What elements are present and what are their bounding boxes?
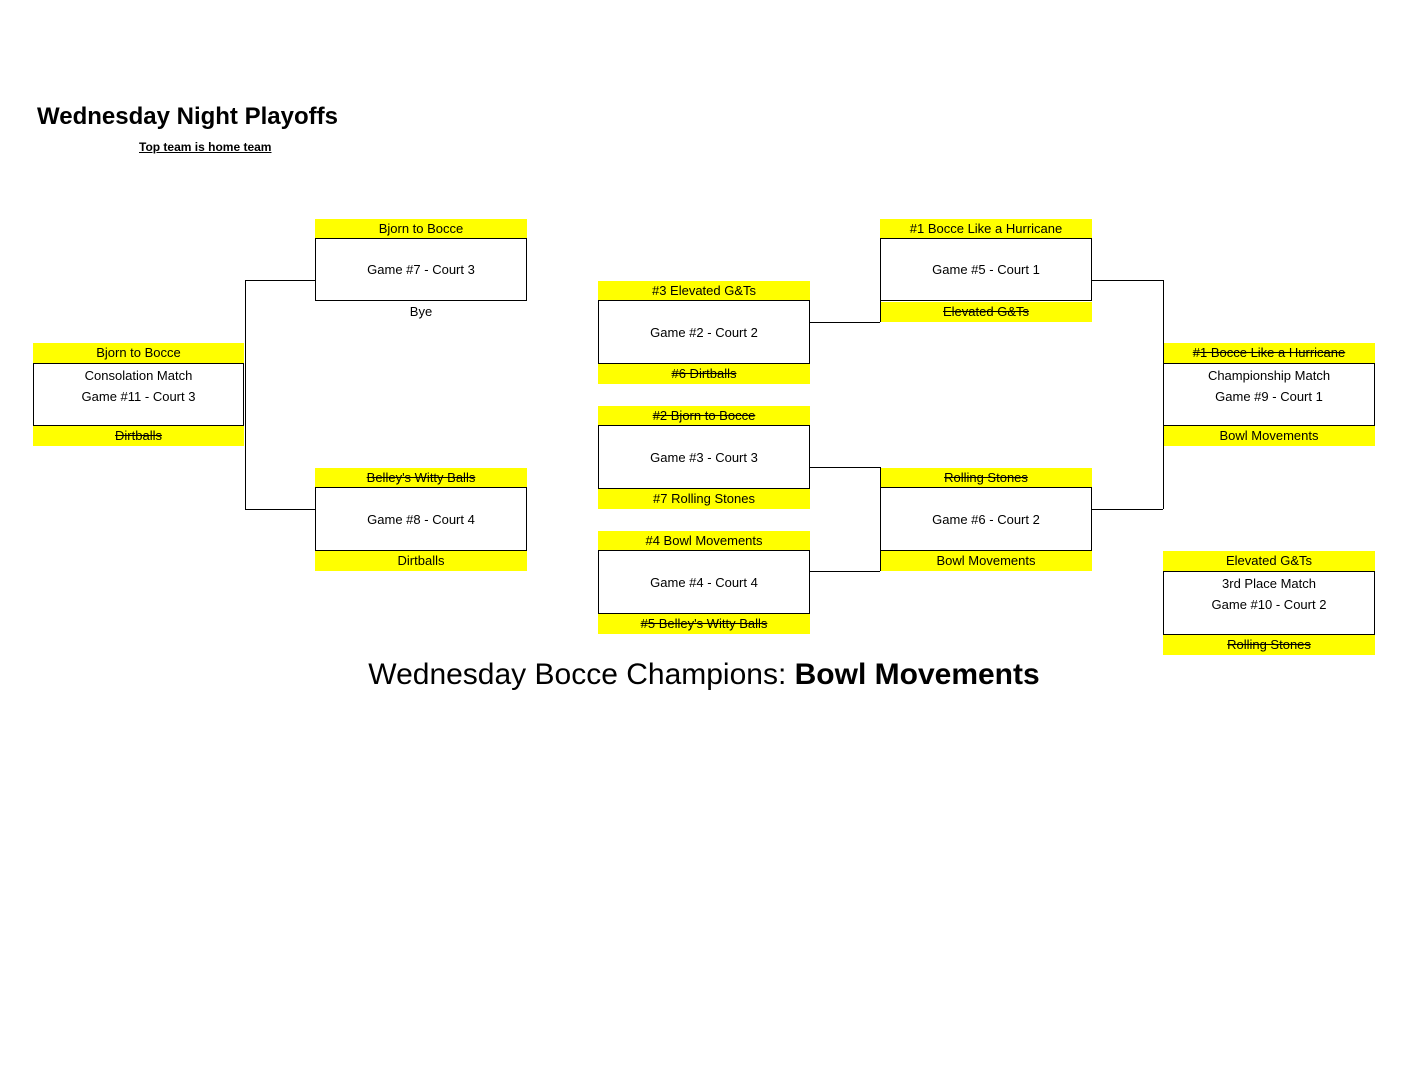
game2-label: Game #2 - Court 2 (650, 324, 758, 340)
game10-top-team: Elevated G&Ts (1163, 551, 1375, 571)
game8-top-team: Belley's Witty Balls (315, 468, 527, 488)
game10-bottom-team: Rolling Stones (1163, 635, 1375, 655)
game11-label: Game #11 - Court 3 (81, 389, 196, 404)
game7-top-team: Bjorn to Bocce (315, 219, 527, 239)
game2-bottom-team: #6 Dirtballs (598, 364, 810, 384)
champion-prefix: Wednesday Bocce Champions: (368, 658, 795, 691)
connector-g8 (245, 509, 315, 510)
game5-box: Game #5 - Court 1 (880, 238, 1092, 301)
connector-g7 (245, 280, 315, 281)
game7-bottom-team: Bye (409, 304, 433, 319)
game6-label: Game #6 - Court 2 (932, 511, 1040, 527)
page-subtitle: Top team is home team (139, 140, 272, 154)
game8-box: Game #8 - Court 4 (315, 487, 527, 551)
game9-top-team: #1 Bocce Like a Hurricane (1163, 343, 1375, 363)
game8-bottom-team: Dirtballs (315, 551, 527, 571)
connector-g2 (810, 322, 880, 323)
connector-g2-vertical (880, 301, 881, 322)
game6-box: Game #6 - Court 2 (880, 487, 1092, 551)
connector-g3-g4-vertical (880, 467, 881, 571)
game6-bottom-team: Bowl Movements (880, 551, 1092, 571)
champion-banner: Wednesday Bocce Champions: Bowl Movement… (0, 658, 1408, 692)
game11-box: Consolation Match Game #11 - Court 3 (33, 363, 244, 426)
game10-type: 3rd Place Match (1222, 576, 1316, 591)
page-title: Wednesday Night Playoffs (37, 103, 338, 130)
game7-box: Game #7 - Court 3 (315, 238, 527, 301)
connector-left-vertical (245, 280, 246, 509)
game9-box: Championship Match Game #9 - Court 1 (1163, 363, 1375, 426)
game4-label: Game #4 - Court 4 (650, 574, 758, 590)
game5-top-team: #1 Bocce Like a Hurricane (880, 219, 1092, 239)
game11-type: Consolation Match (84, 368, 193, 383)
game9-label: Game #9 - Court 1 (1215, 389, 1323, 404)
game5-bottom-team: Elevated G&Ts (880, 302, 1092, 322)
game3-bottom-team: #7 Rolling Stones (598, 489, 810, 509)
connector-g4 (810, 571, 880, 572)
game11-bottom-team: Dirtballs (33, 426, 244, 446)
connector-g6 (1092, 509, 1163, 510)
game7-label: Game #7 - Court 3 (367, 262, 475, 277)
game2-box: Game #2 - Court 2 (598, 300, 810, 364)
game2-top-team: #3 Elevated G&Ts (598, 281, 810, 301)
champion-name: Bowl Movements (794, 658, 1040, 691)
connector-g5 (1092, 280, 1163, 281)
game10-box: 3rd Place Match Game #10 - Court 2 (1163, 571, 1375, 635)
game5-label: Game #5 - Court 1 (932, 262, 1040, 277)
game4-top-team: #4 Bowl Movements (598, 531, 810, 551)
game3-top-team: #2 Bjorn to Bocce (598, 406, 810, 426)
game3-box: Game #3 - Court 3 (598, 425, 810, 489)
game8-label: Game #8 - Court 4 (367, 511, 475, 527)
game6-top-team: Rolling Stones (880, 468, 1092, 488)
game9-bottom-team: Bowl Movements (1163, 426, 1375, 446)
game10-label: Game #10 - Court 2 (1211, 597, 1327, 612)
connector-g3 (810, 467, 880, 468)
game4-box: Game #4 - Court 4 (598, 550, 810, 614)
game4-bottom-team: #5 Belley's Witty Balls (598, 614, 810, 634)
game11-top-team: Bjorn to Bocce (33, 343, 244, 363)
game9-type: Championship Match (1207, 368, 1331, 383)
game3-label: Game #3 - Court 3 (650, 449, 758, 465)
connector-right-vertical (1163, 280, 1164, 509)
